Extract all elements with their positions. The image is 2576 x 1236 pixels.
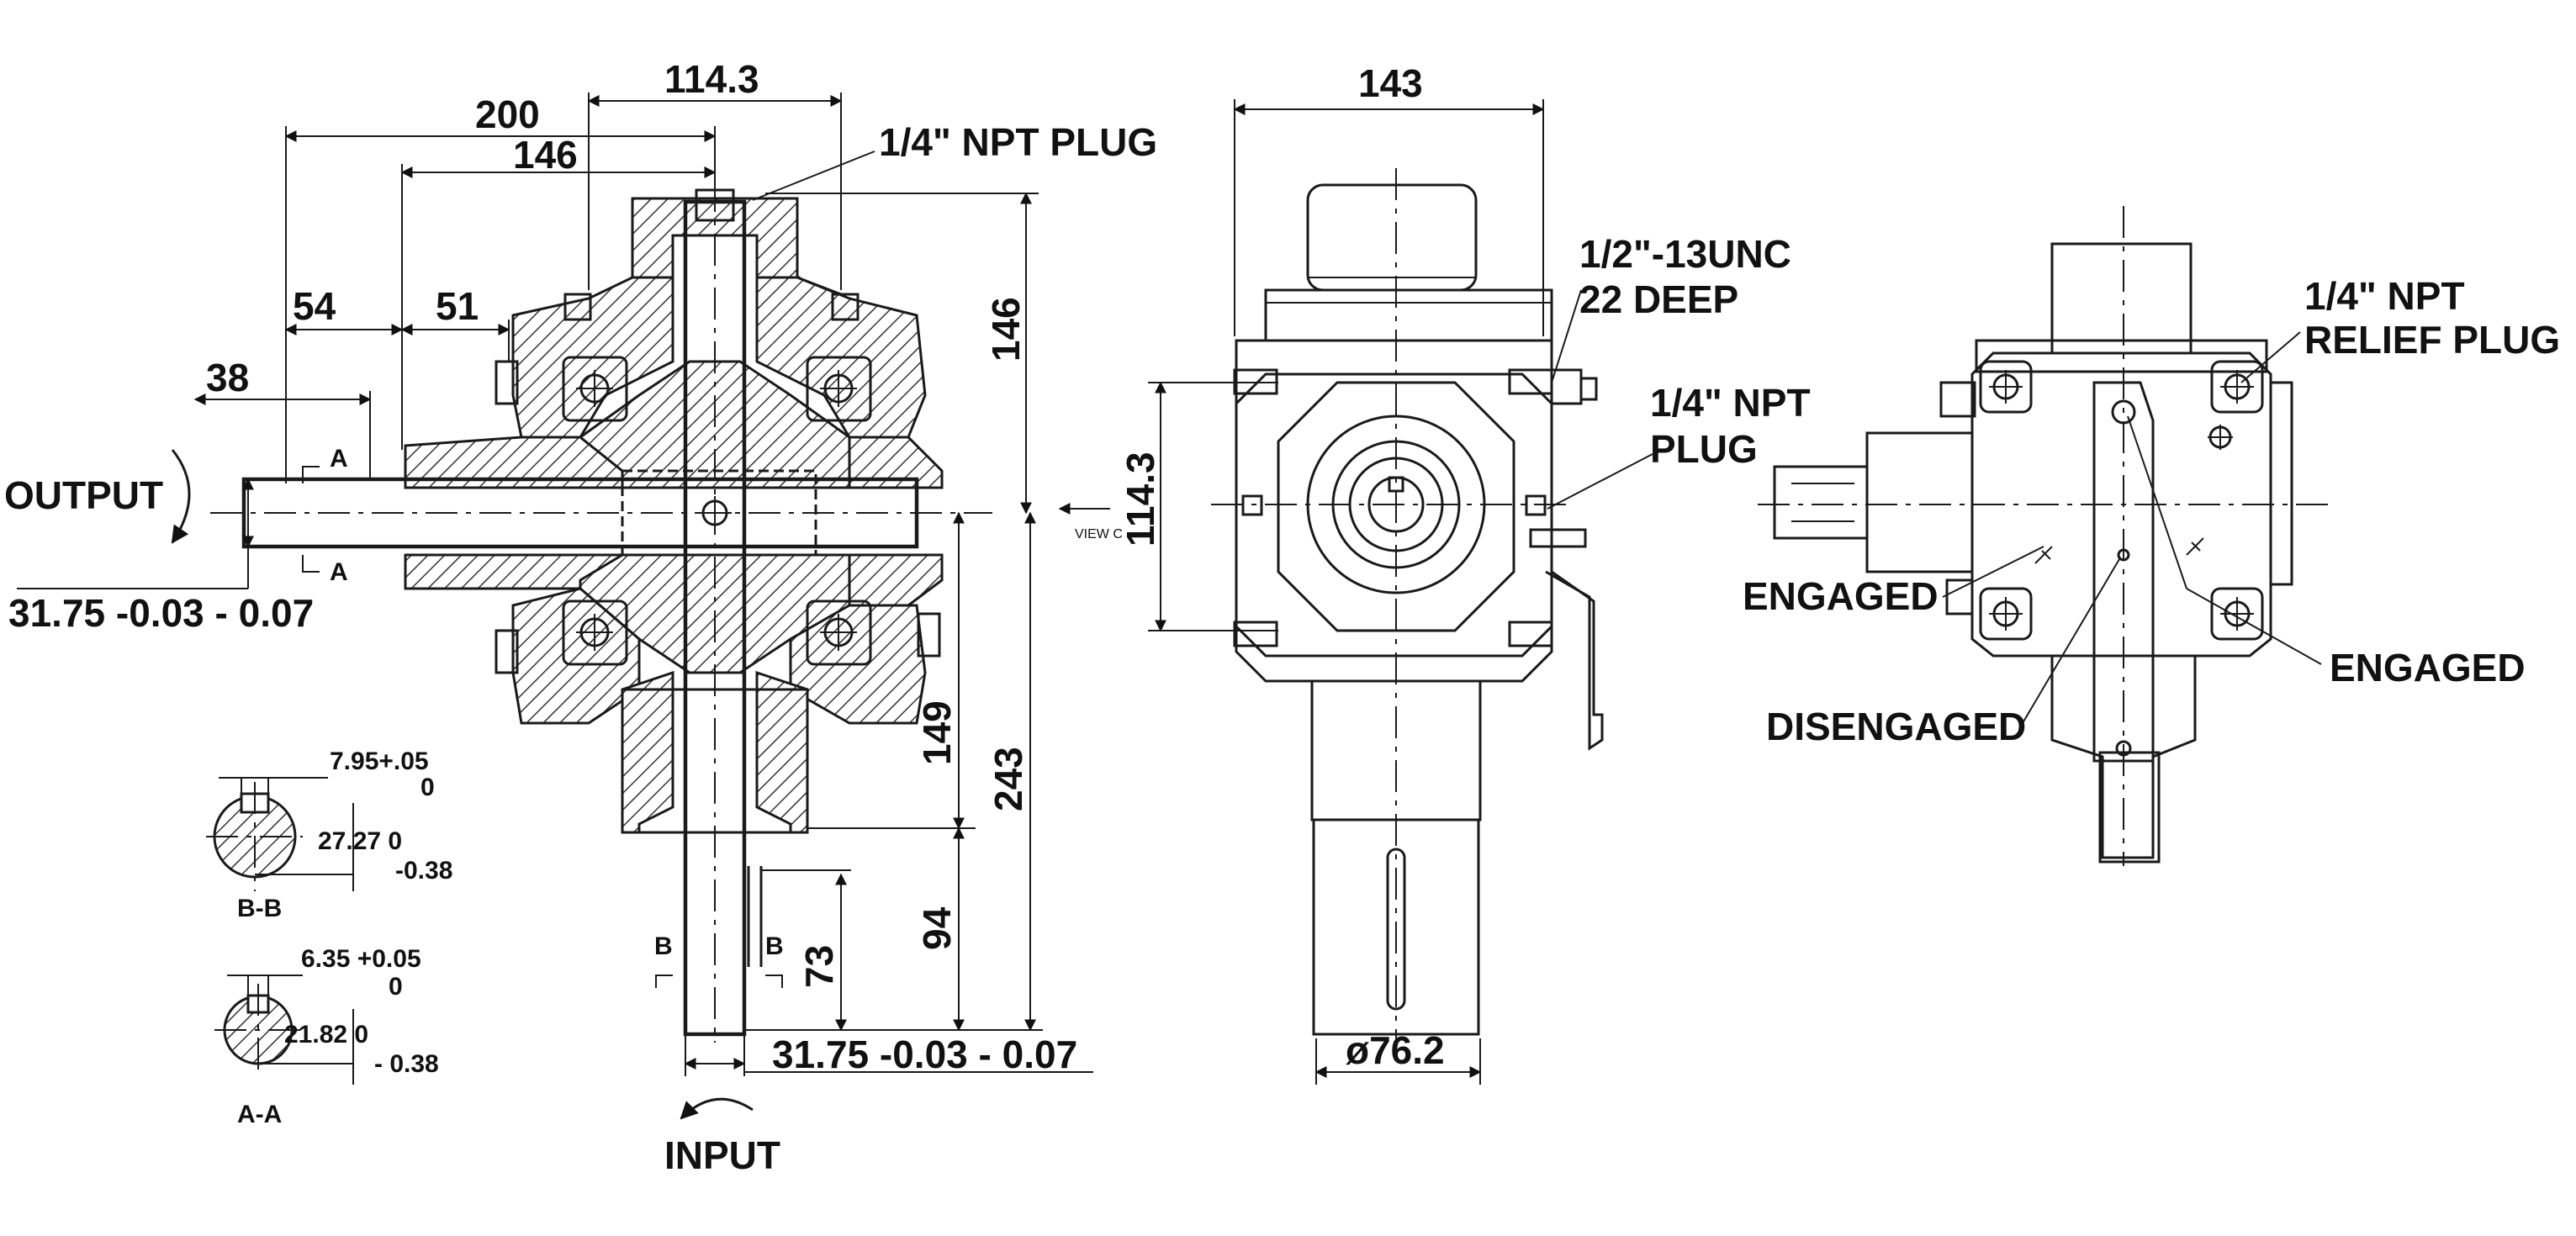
dim-114-3-top: 114.3 xyxy=(664,57,759,101)
sectional-view xyxy=(171,126,1110,1120)
dimension-lines-front xyxy=(1148,99,1653,1085)
bb-title: B-B xyxy=(237,895,282,922)
label-npt-plug-top: 1/4" NPT PLUG xyxy=(879,120,1157,164)
dim-149: 149 xyxy=(915,700,959,765)
dimension-lines-left xyxy=(17,92,1093,1076)
dim-94: 94 xyxy=(915,906,959,950)
section-bb: 7.95+.05 0 27.27 0 -0.38 B-B xyxy=(206,747,452,922)
dim-51: 51 xyxy=(436,284,479,328)
aa-dia-upper: 21.82 0 xyxy=(284,1021,368,1048)
section-b-left: B xyxy=(654,932,673,960)
dim-output-shaft: 31.75 -0.03 - 0.07 xyxy=(8,591,314,635)
label-npt-plug-line2: PLUG xyxy=(1650,427,1758,471)
dim-143: 143 xyxy=(1358,61,1423,105)
side-view xyxy=(1758,206,2330,866)
bb-key-upper: 7.95+.05 xyxy=(330,747,429,775)
section-a-lower: A xyxy=(330,558,348,586)
aa-dia-lower: - 0.38 xyxy=(374,1050,439,1078)
bb-dia-upper: 27.27 0 xyxy=(318,827,402,855)
label-view-c: VIEW C xyxy=(1075,527,1123,541)
leader-lines-side xyxy=(1942,331,2322,724)
dim-54: 54 xyxy=(293,284,336,328)
label-input: INPUT xyxy=(664,1133,780,1177)
bolt-hole-lower-left xyxy=(562,600,628,666)
bolt-hole-upper-left xyxy=(562,356,628,422)
section-a-upper: A xyxy=(330,445,348,473)
aa-key-upper: 6.35 +0.05 xyxy=(301,945,421,973)
front-view xyxy=(1211,168,1604,1043)
dim-146-horizontal: 146 xyxy=(513,133,578,177)
label-engaged-right: ENGAGED xyxy=(2330,646,2526,689)
dim-73: 73 xyxy=(797,945,841,988)
bb-key-lower: 0 xyxy=(421,774,435,801)
label-disengaged: DISENGAGED xyxy=(1766,705,2026,748)
dim-200: 200 xyxy=(475,92,540,136)
dim-input-shaft: 31.75 -0.03 - 0.07 xyxy=(772,1033,1077,1076)
dim-146-vertical: 146 xyxy=(984,297,1028,362)
label-output: OUTPUT xyxy=(4,473,163,517)
section-aa: 6.35 +0.05 0 21.82 0 - 0.38 A-A xyxy=(214,945,439,1128)
aa-key-lower: 0 xyxy=(389,973,403,1001)
bolt-hole-upper-right xyxy=(806,356,872,422)
label-npt-plug-line1: 1/4" NPT xyxy=(1650,381,1811,425)
dim-38: 38 xyxy=(206,356,249,399)
dim-76-2: ø76.2 xyxy=(1346,1028,1445,1072)
label-unc-line2: 22 DEEP xyxy=(1579,277,1738,321)
label-engaged-left: ENGAGED xyxy=(1743,574,1939,618)
bolt-hole-lower-right xyxy=(806,600,872,666)
label-relief-line2: RELIEF PLUG xyxy=(2304,318,2560,362)
label-unc-line1: 1/2"-13UNC xyxy=(1579,232,1791,276)
dim-243: 243 xyxy=(986,747,1030,811)
section-b-right: B xyxy=(765,932,784,960)
bb-dia-lower: -0.38 xyxy=(395,857,452,885)
dim-114-3-side: 114.3 xyxy=(1119,452,1162,547)
aa-title: A-A xyxy=(237,1101,282,1128)
label-relief-line1: 1/4" NPT xyxy=(2304,274,2465,318)
